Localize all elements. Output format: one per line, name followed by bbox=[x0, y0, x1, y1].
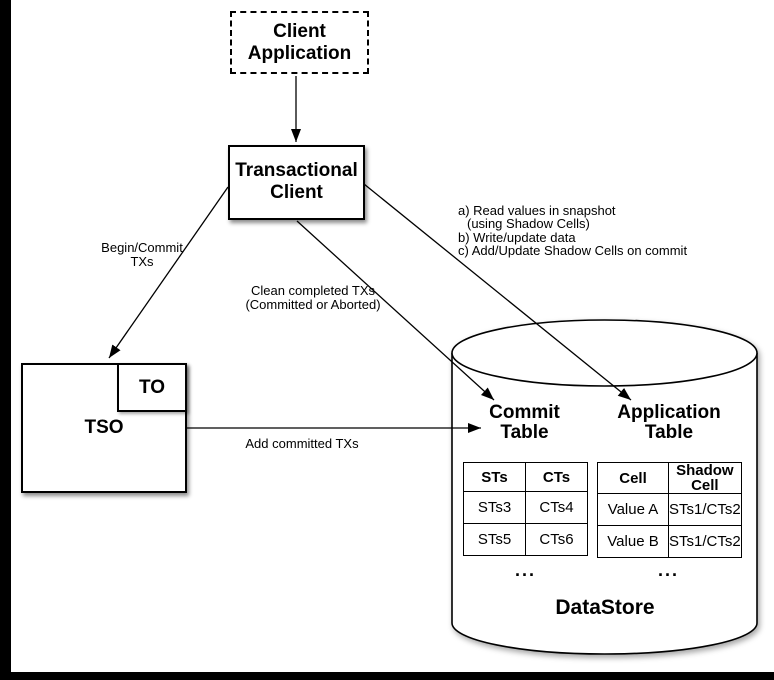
application-table-cell: Value A bbox=[597, 493, 669, 526]
commit-table-ellipsis: ... bbox=[514, 560, 536, 580]
commit-table-header-sts: STs bbox=[463, 462, 526, 492]
application-table-header-shadow-cell: Shadow Cell bbox=[668, 462, 742, 494]
to-label: TO bbox=[138, 376, 166, 398]
left-black-bar bbox=[0, 0, 11, 672]
arrow-transactional-client-to-application-table bbox=[363, 183, 632, 401]
to-node: TO bbox=[117, 363, 187, 412]
arrow-transactional-client-to-tso bbox=[108, 186, 229, 359]
application-table-title: Application Table bbox=[617, 402, 721, 443]
table-row: STs3 CTs4 bbox=[463, 491, 588, 524]
datastore-label: DataStore bbox=[555, 596, 655, 619]
table-row: Value A STs1/CTs2 bbox=[597, 493, 742, 526]
client-application-label-line1: Client bbox=[273, 21, 326, 42]
commit-table-cell: STs5 bbox=[463, 523, 526, 556]
commit-table-title: Commit Table bbox=[489, 402, 560, 443]
edge-label-add-committed-txs: Add committed TXs bbox=[245, 436, 359, 451]
application-table: Cell Shadow Cell Value A STs1/CTs2 Value… bbox=[597, 462, 742, 558]
commit-table: STs CTs STs3 CTs4 STs5 CTs6 bbox=[463, 462, 588, 556]
transactional-client-label-line2: Client bbox=[270, 182, 323, 203]
application-table-ellipsis: ... bbox=[657, 560, 679, 580]
commit-table-cell: CTs6 bbox=[525, 523, 588, 556]
table-row: Value B STs1/CTs2 bbox=[597, 525, 742, 558]
edge-label-begin-commit-txs: Begin/Commit TXs bbox=[101, 240, 183, 269]
tso-label: TSO bbox=[84, 417, 124, 438]
edge-label-clean-completed-txs: Clean completed TXs (Committed or Aborte… bbox=[245, 283, 381, 312]
datastore-cylinder-top bbox=[451, 319, 758, 387]
arrow-transactional-client-to-commit-table bbox=[296, 220, 495, 401]
transactional-client-label-line1: Transactional bbox=[235, 160, 358, 181]
application-table-header-row: Cell Shadow Cell bbox=[597, 462, 742, 494]
application-table-cell: STs1/CTs2 bbox=[668, 493, 742, 526]
edge-label-datastore-operations: a) Read values in snapshot (using Shadow… bbox=[458, 203, 688, 259]
client-application-node: Client Application bbox=[230, 11, 369, 74]
application-table-cell: Value B bbox=[597, 525, 669, 558]
application-table-header-cell: Cell bbox=[597, 462, 669, 494]
commit-table-header-row: STs CTs bbox=[463, 462, 588, 492]
bottom-black-bar bbox=[0, 672, 774, 680]
commit-table-cell: STs3 bbox=[463, 491, 526, 524]
application-table-cell: STs1/CTs2 bbox=[668, 525, 742, 558]
commit-table-cell: CTs4 bbox=[525, 491, 588, 524]
transactional-client-node: Transactional Client bbox=[228, 145, 365, 220]
table-row: STs5 CTs6 bbox=[463, 523, 588, 556]
commit-table-header-cts: CTs bbox=[525, 462, 588, 492]
client-application-label-line2: Application bbox=[247, 43, 352, 64]
